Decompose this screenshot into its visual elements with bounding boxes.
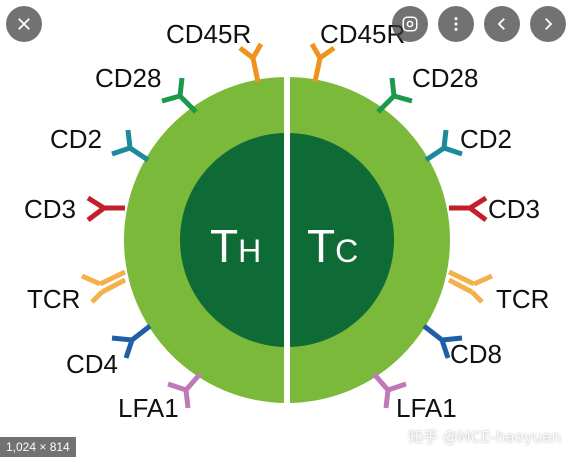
label-right-cd2: CD2: [460, 124, 512, 154]
label-left-lfa1: LFA1: [118, 393, 179, 423]
close-icon: [18, 18, 30, 30]
label-right-cd45r: CD45R: [320, 19, 405, 49]
receptor-left-tcr: [80, 269, 127, 304]
chevron-left-icon: [497, 18, 505, 30]
divider-line: [284, 74, 290, 406]
receptor-right-cd28: [376, 77, 413, 114]
close-button[interactable]: [6, 6, 42, 42]
receptor-left-cd2: [111, 129, 150, 163]
label-right-cd28: CD28: [412, 63, 478, 93]
label-left-tcr: TCR: [27, 284, 80, 314]
receptor-right-cd8: [422, 324, 463, 359]
label-right-tcr: TCR: [496, 284, 549, 314]
receptor-left-cd28: [161, 77, 198, 114]
lens-search-button[interactable]: [392, 6, 428, 42]
receptor-right-cd45r: [309, 42, 336, 83]
more-options-button[interactable]: [438, 6, 474, 42]
receptor-left-cd45r: [238, 42, 264, 83]
watermark: 知乎 @MCE-haoyuan: [407, 428, 561, 446]
image-dimensions-badge: 1,024 × 814: [0, 437, 76, 457]
th-label: TH: [210, 220, 261, 272]
next-image-button[interactable]: [530, 6, 566, 42]
label-left-cd4: CD4: [66, 349, 118, 379]
receptor-left-lfa1: [167, 372, 202, 409]
receptor-right-cd3: [449, 195, 488, 222]
label-left-cd2: CD2: [50, 124, 102, 154]
receptor-right-cd2: [424, 129, 463, 163]
receptor-right-tcr: [447, 269, 494, 304]
chevron-right-icon: [545, 18, 553, 30]
label-right-cd8: CD8: [450, 339, 502, 369]
receptor-left-cd4: [111, 324, 152, 359]
tc-label: TC: [307, 220, 358, 272]
receptor-left-cd3: [86, 195, 125, 222]
lens-search-icon: [402, 16, 418, 32]
more-vertical-icon: [454, 17, 458, 31]
label-right-lfa1: LFA1: [396, 393, 457, 423]
previous-image-button[interactable]: [484, 6, 520, 42]
receptor-right-lfa1: [372, 372, 407, 409]
label-left-cd3: CD3: [24, 194, 76, 224]
label-left-cd28: CD28: [95, 63, 161, 93]
label-left-cd45r: CD45R: [166, 19, 251, 49]
label-right-cd3: CD3: [488, 194, 540, 224]
